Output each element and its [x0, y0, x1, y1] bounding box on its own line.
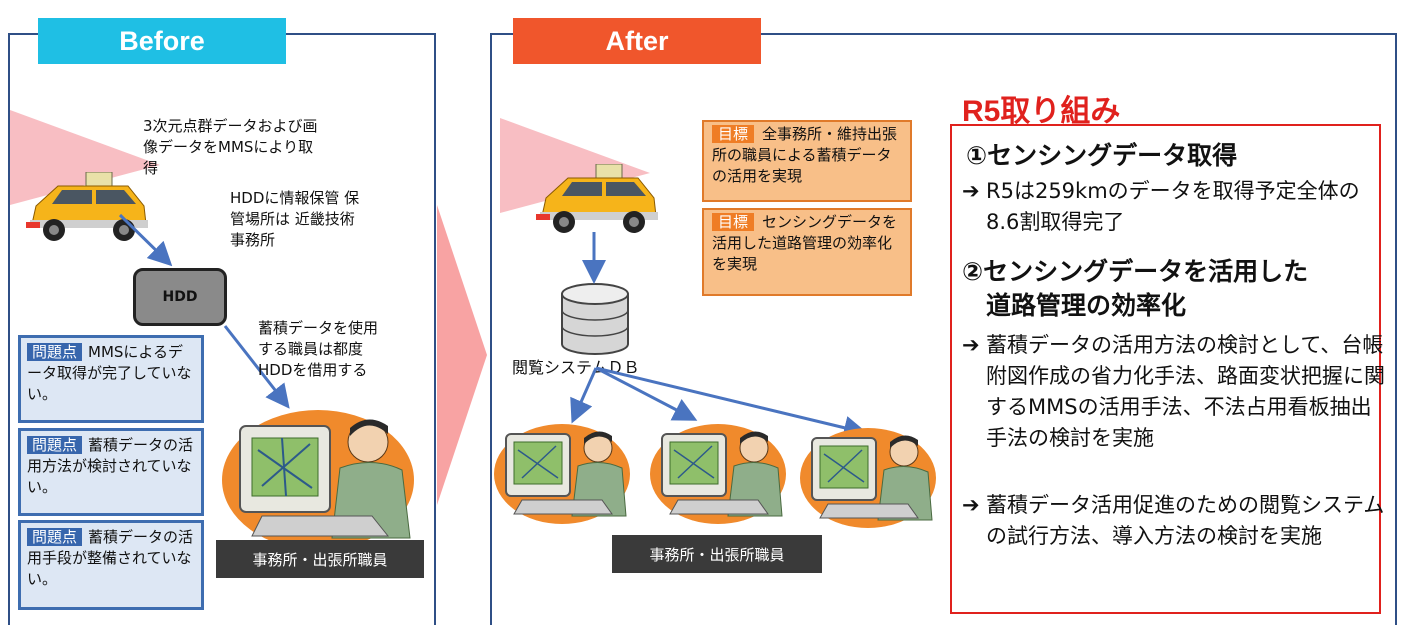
caption-hdd: HDDに情報保管 保管場所は 近畿技術事務所 [230, 189, 360, 249]
arrow-icon: ➔ [962, 333, 980, 357]
r5-box: ①センシングデータ取得 ➔ R5は259kmのデータを取得予定全体の8.6割取得… [950, 124, 1385, 614]
r5-title: R5取り組み [962, 95, 1121, 128]
r5-heading-2-line-1: ②センシングデータを活用した [962, 257, 1309, 286]
problem-label-3: 問題点 [27, 528, 83, 546]
flow-arrows-before [118, 213, 290, 409]
goal-text-2: センシングデータを活用した道路管理の効率化を実現 [712, 213, 898, 273]
goal-box-2: 目標センシングデータを活用した道路管理の効率化を実現 [702, 208, 912, 296]
arrow-icon: ➔ [962, 179, 980, 203]
arrow-icon: ➔ [962, 493, 980, 517]
problem-box-3: 問題点蓄積データの活用手段が整備されていない。 [18, 520, 204, 610]
caption-borrow: 蓄積データを使用する職員は都度HDDを借用する [258, 319, 379, 379]
worker-illustration-after-1 [494, 424, 630, 524]
hdd-box: HDD [133, 268, 227, 326]
database-icon [561, 283, 629, 355]
transition-arrow [437, 205, 487, 505]
problem-label-2: 問題点 [27, 436, 83, 454]
goal-label-2: 目標 [712, 213, 755, 231]
r5-bullet-3: ➔ 蓄積データ活用促進のための閲覧システムの試行方法、導入方法の検討を実施 [962, 490, 1391, 552]
flow-arrows-after [570, 232, 868, 440]
r5-bullet-2-text: 蓄積データの活用方法の検討として、台帳附図作成の省力化手法、路面変状把握に関する… [986, 333, 1385, 450]
after-tab: After [513, 18, 761, 64]
before-tab: Before [38, 18, 286, 64]
r5-heading-2-line-2: 道路管理の効率化 [986, 291, 1187, 320]
staff-label-before: 事務所・出張所職員 [216, 540, 424, 578]
problem-text-1: MMSによるデータ取得が完了していない。 [27, 343, 192, 403]
worker-illustration-after-2 [650, 424, 786, 524]
goal-label-1: 目標 [712, 125, 755, 143]
goal-text-1: 全事務所・維持出張所の職員による蓄積データの活用を実現 [712, 125, 898, 185]
goal-box-1: 目標全事務所・維持出張所の職員による蓄積データの活用を実現 [702, 120, 912, 202]
r5-bullet-2: ➔ 蓄積データの活用方法の検討として、台帳附図作成の省力化手法、路面変状把握に関… [962, 330, 1391, 454]
mms-car-before [26, 172, 148, 241]
problem-text-3: 蓄積データの活用手段が整備されていない。 [27, 528, 194, 588]
hdd-label: HDD [162, 289, 198, 305]
problem-text-2: 蓄積データの活用方法が検討されていない。 [27, 436, 194, 496]
staff-label-after: 事務所・出張所職員 [612, 535, 822, 573]
r5-bullet-1-text: R5は259kmのデータを取得予定全体の8.6割取得完了 [986, 179, 1360, 234]
r5-bullet-1: ➔ R5は259kmのデータを取得予定全体の8.6割取得完了 [962, 176, 1391, 238]
problem-box-2: 問題点蓄積データの活用方法が検討されていない。 [18, 428, 204, 516]
worker-illustration-after-3 [800, 428, 936, 528]
sensing-cone-after [500, 118, 650, 213]
problem-label-1: 問題点 [27, 343, 83, 361]
worker-illustration-before [222, 410, 414, 550]
caption-mms: 3次元点群データおよび画像データをMMSにより取得 [143, 117, 318, 177]
sensing-cone-before [10, 110, 160, 205]
r5-bullet-3-text: 蓄積データ活用促進のための閲覧システムの試行方法、導入方法の検討を実施 [986, 493, 1385, 548]
mms-car-after [536, 164, 658, 233]
r5-heading-1: ①センシングデータ取得 [966, 141, 1238, 170]
